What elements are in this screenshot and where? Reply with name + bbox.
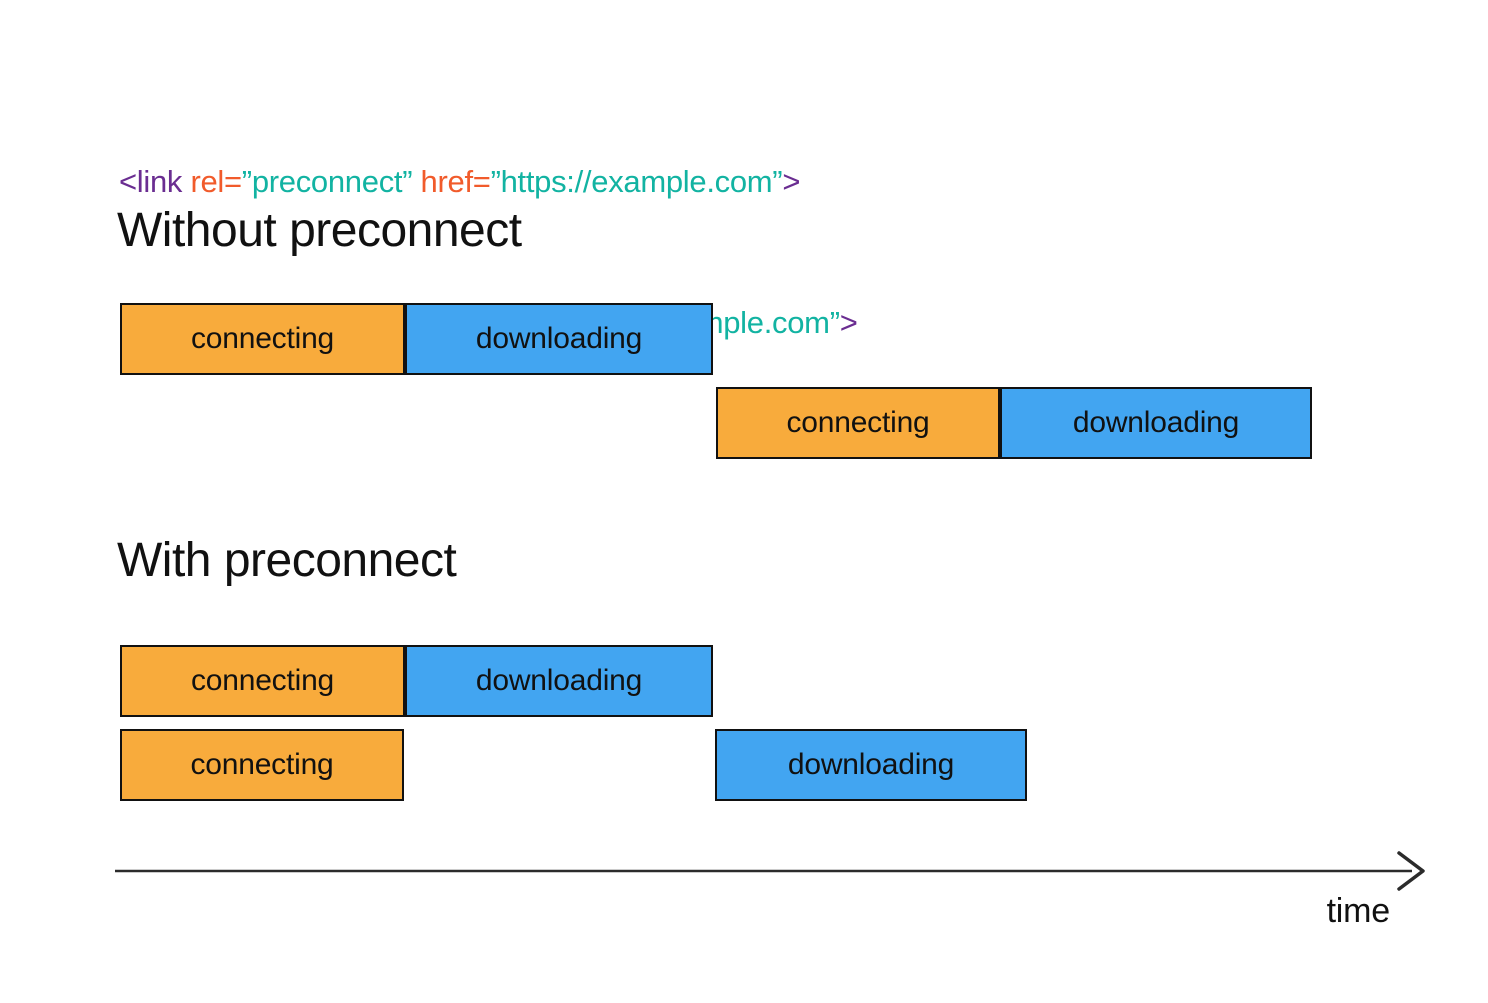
code-token-tag-close: > [782, 164, 801, 199]
code-token-rel-attr: rel= [190, 164, 242, 199]
code-line-1: <link rel=”preconnect” href=”https://exa… [119, 158, 858, 205]
code-token-href-value: ”https://example.com” [490, 164, 783, 199]
bar-segment-downloading: downloading [715, 729, 1027, 801]
bar-segment-downloading: downloading [1000, 387, 1312, 459]
code-token-href-attr: href= [420, 164, 491, 199]
code-token-tag-close: > [839, 305, 858, 340]
bar-segment-connecting: connecting [120, 303, 405, 375]
bar-segment-downloading: downloading [405, 303, 713, 375]
bar-segment-connecting: connecting [716, 387, 1000, 459]
arrow-head-icon [1397, 851, 1425, 891]
code-token-tag-open: <link [119, 164, 191, 199]
heading-without-preconnect: Without preconnect [117, 204, 522, 257]
bar-segment-downloading: downloading [405, 645, 713, 717]
time-axis [115, 851, 1425, 891]
heading-with-preconnect: With preconnect [117, 534, 457, 587]
time-axis-label: time [1326, 892, 1391, 930]
bar-segment-connecting: connecting [120, 729, 404, 801]
bar-segment-connecting: connecting [120, 645, 405, 717]
code-token-rel-value: ”preconnect” [241, 164, 421, 199]
